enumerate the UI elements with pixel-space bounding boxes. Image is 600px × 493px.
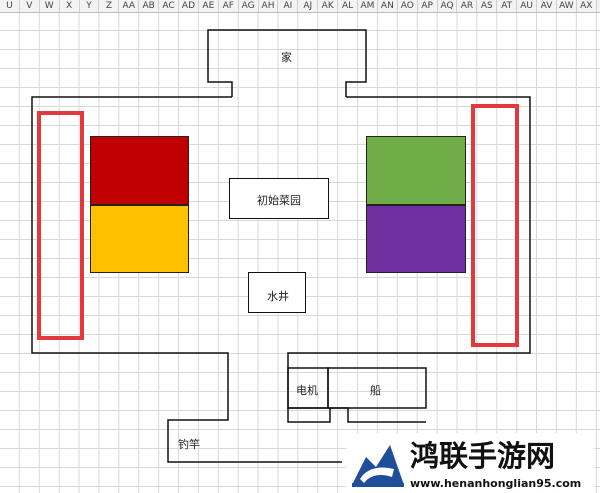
column-header[interactable]: AS [477,0,498,12]
column-header[interactable]: AR [457,0,478,12]
column-header[interactable]: AK [318,0,339,12]
right-highlight-frame [471,104,519,347]
column-header[interactable]: AG [239,0,259,12]
column-header[interactable]: W [40,0,60,12]
column-header[interactable]: AD [179,0,199,12]
column-header[interactable]: Y [80,0,100,12]
column-header[interactable]: AB [139,0,160,12]
home-label: 家 [281,51,292,64]
column-header[interactable]: AX [577,0,597,12]
well-label: 水井 [267,290,289,303]
column-header[interactable]: AU [517,0,538,12]
yellow-plot [90,205,189,273]
purple-plot [366,205,466,273]
column-header[interactable]: AV [537,0,557,12]
green-plot [366,136,466,205]
fishing-rod-label: 钓竿 [178,438,200,451]
generator-label: 电机 [296,384,318,397]
column-header[interactable]: AM [358,0,378,12]
column-header[interactable]: Z [99,0,120,12]
column-header[interactable]: AA [119,0,140,12]
boat-label: 船 [370,384,381,397]
column-header[interactable]: AI [278,0,299,12]
column-header[interactable]: U [0,0,20,12]
column-header[interactable]: AP [418,0,438,12]
well [248,272,306,313]
starter-garden [229,178,329,219]
starter-garden-label: 初始菜园 [257,194,301,207]
column-header[interactable]: AO [398,0,418,12]
column-header[interactable]: AF [219,0,239,12]
column-header-bar: U V W X Y Z AA AB AC AD AE AF AG AH AI A… [0,0,600,13]
watermark-url: www.henanhonglian95.com [410,477,582,490]
watermark-title: 鸿联手游网 [410,439,556,473]
red-plot [90,136,189,205]
left-highlight-frame [37,111,84,340]
column-header[interactable]: AE [199,0,219,12]
column-header[interactable]: AL [338,0,359,12]
column-header[interactable]: AQ [438,0,458,12]
column-header[interactable]: AJ [298,0,319,12]
column-header[interactable]: AN [378,0,398,12]
column-header[interactable]: V [20,0,40,12]
watermark: 鸿联手游网 www.henanhonglian95.com [346,433,594,493]
column-header[interactable]: AT [497,0,518,12]
column-header[interactable]: AH [259,0,279,12]
column-header[interactable]: AW [557,0,577,12]
watermark-logo-icon [352,445,404,487]
column-header[interactable]: X [60,0,80,12]
column-header[interactable]: AC [159,0,180,12]
